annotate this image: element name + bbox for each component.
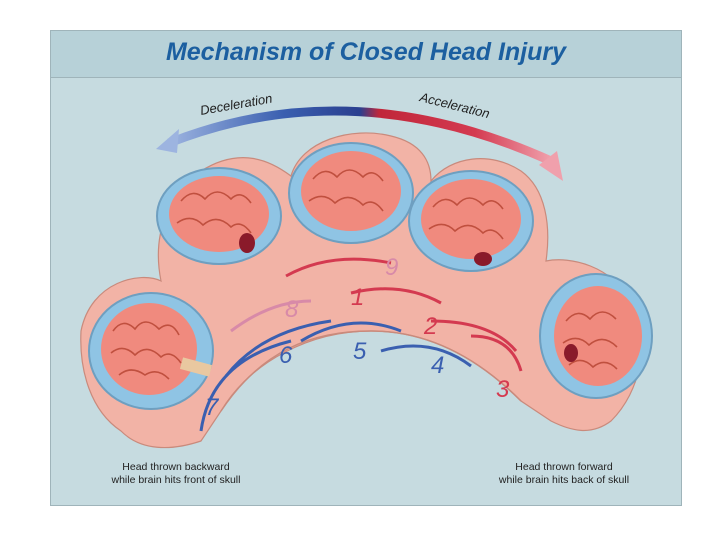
diagram-title: Mechanism of Closed Head Injury: [165, 38, 567, 66]
title-bar: Mechanism of Closed Head Injury: [51, 31, 681, 78]
arrow-left-head: [156, 129, 179, 153]
caption-right-line2: while brain hits back of skull: [498, 474, 630, 486]
sequence-number-3: 3: [496, 376, 510, 403]
head-2-skull: [156, 167, 282, 265]
caption-head-thrown-backward: Head thrown backward while brain hits fr…: [91, 461, 261, 487]
caption-left-line2: while brain hits front of skull: [111, 474, 241, 486]
caption-left-line1: Head thrown backward: [122, 461, 230, 473]
brain-icon: [169, 176, 269, 252]
brain-icon: [554, 286, 642, 386]
sequence-number-1: 1: [351, 284, 364, 311]
sequence-number-6: 6: [279, 342, 293, 369]
trajectory-arcs: [199, 257, 523, 432]
sequence-number-4: 4: [431, 352, 444, 379]
arch-edge: [220, 330, 522, 412]
sequence-number-2: 2: [423, 313, 437, 340]
caption-right-line1: Head thrown forward: [515, 461, 613, 473]
head-3-skull: [288, 142, 414, 244]
sequence-number-8: 8: [285, 296, 299, 323]
brain-icon: [421, 179, 521, 259]
head-4-skull: [408, 170, 534, 272]
head-injury-illustration: Deceleration Acceleration: [80, 89, 653, 449]
head-1-skull: [88, 292, 214, 410]
diagram-frame: Mechanism of Closed Head Injury Decelera…: [50, 30, 682, 506]
caption-head-thrown-forward: Head thrown forward while brain hits bac…: [469, 461, 659, 487]
motion-arc-arrow: [156, 106, 563, 181]
sequence-number-7: 7: [205, 394, 220, 421]
sequence-number-9: 9: [385, 254, 398, 281]
head-5-skull: [539, 273, 653, 399]
brain-icon: [301, 151, 401, 231]
arrow-right-head: [539, 151, 563, 181]
sequence-number-5: 5: [353, 338, 367, 365]
